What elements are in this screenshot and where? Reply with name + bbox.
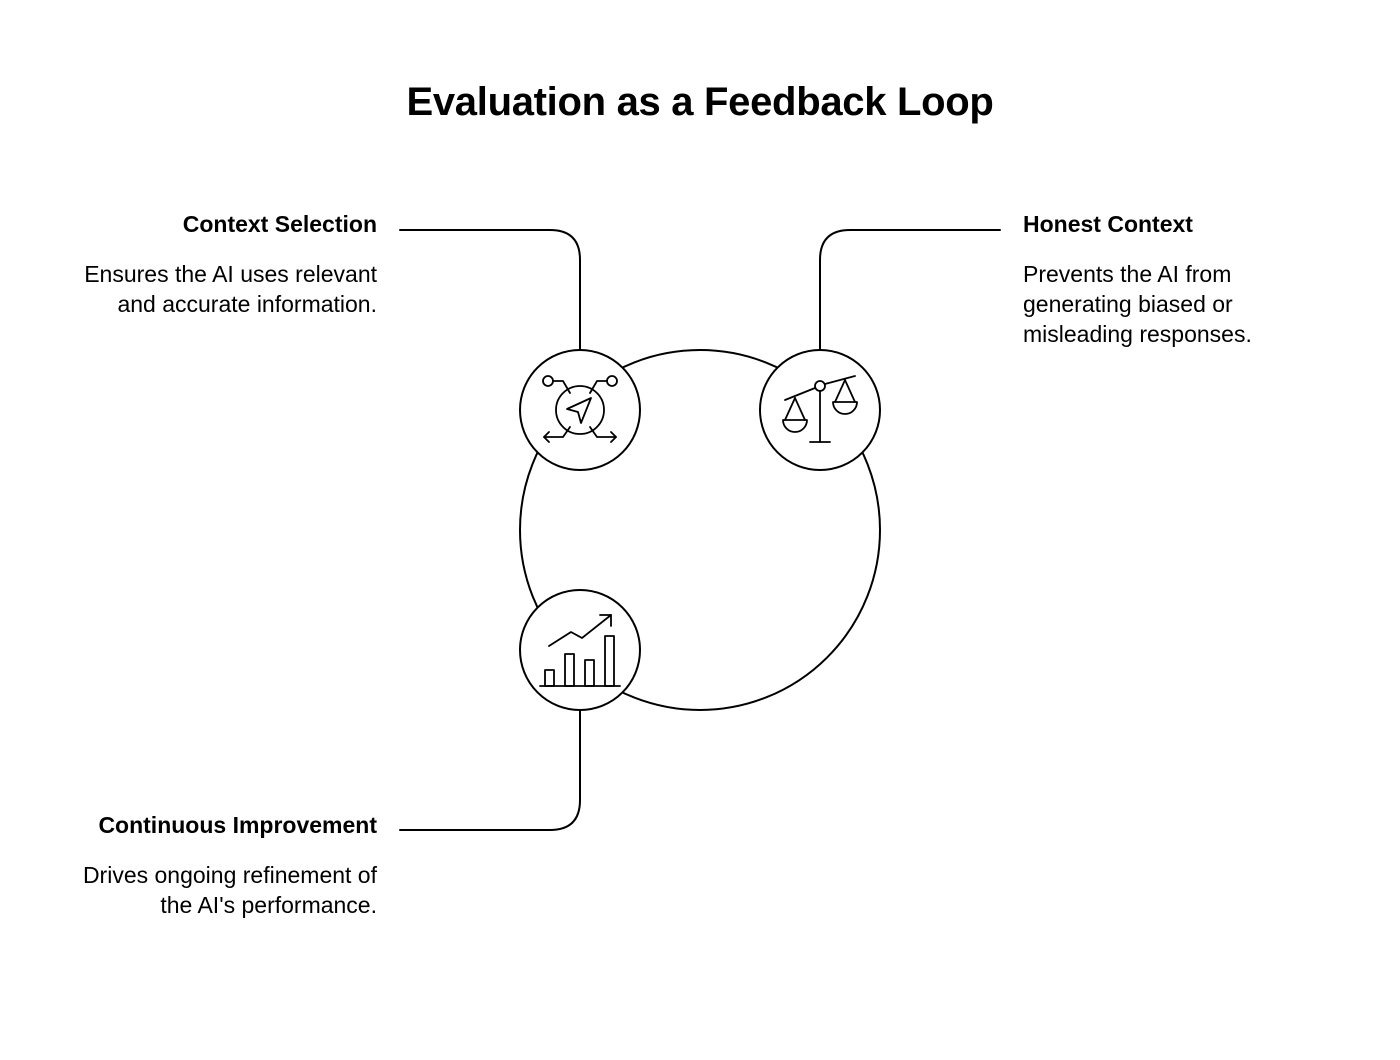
connector-honest-context xyxy=(819,229,1001,351)
item-description: Drives ongoing refinement of the AI's pe… xyxy=(82,862,377,918)
item-context-selection: Context Selection Ensures the AI uses re… xyxy=(77,209,377,319)
connector-continuous-improvement xyxy=(399,709,581,831)
item-honest-context: Honest Context Prevents the AI from gene… xyxy=(1023,209,1323,349)
node-context-selection xyxy=(519,349,641,471)
item-title: Honest Context xyxy=(1023,211,1193,237)
item-title: Continuous Improvement xyxy=(98,812,377,838)
balance-scale-icon xyxy=(782,375,858,443)
item-description: Prevents the AI from generating biased o… xyxy=(1023,261,1252,347)
loop-circle xyxy=(519,349,881,711)
item-description: Ensures the AI uses relevant and accurat… xyxy=(84,261,377,317)
diagram-title: Evaluation as a Feedback Loop xyxy=(406,80,994,124)
growth-chart-icon xyxy=(539,614,621,687)
navigation-icon xyxy=(542,375,618,443)
node-continuous-improvement xyxy=(519,589,641,711)
item-continuous-improvement: Continuous Improvement Drives ongoing re… xyxy=(77,810,377,920)
connector-context-selection xyxy=(399,229,581,351)
node-honest-context xyxy=(759,349,881,471)
item-title: Context Selection xyxy=(182,211,377,237)
